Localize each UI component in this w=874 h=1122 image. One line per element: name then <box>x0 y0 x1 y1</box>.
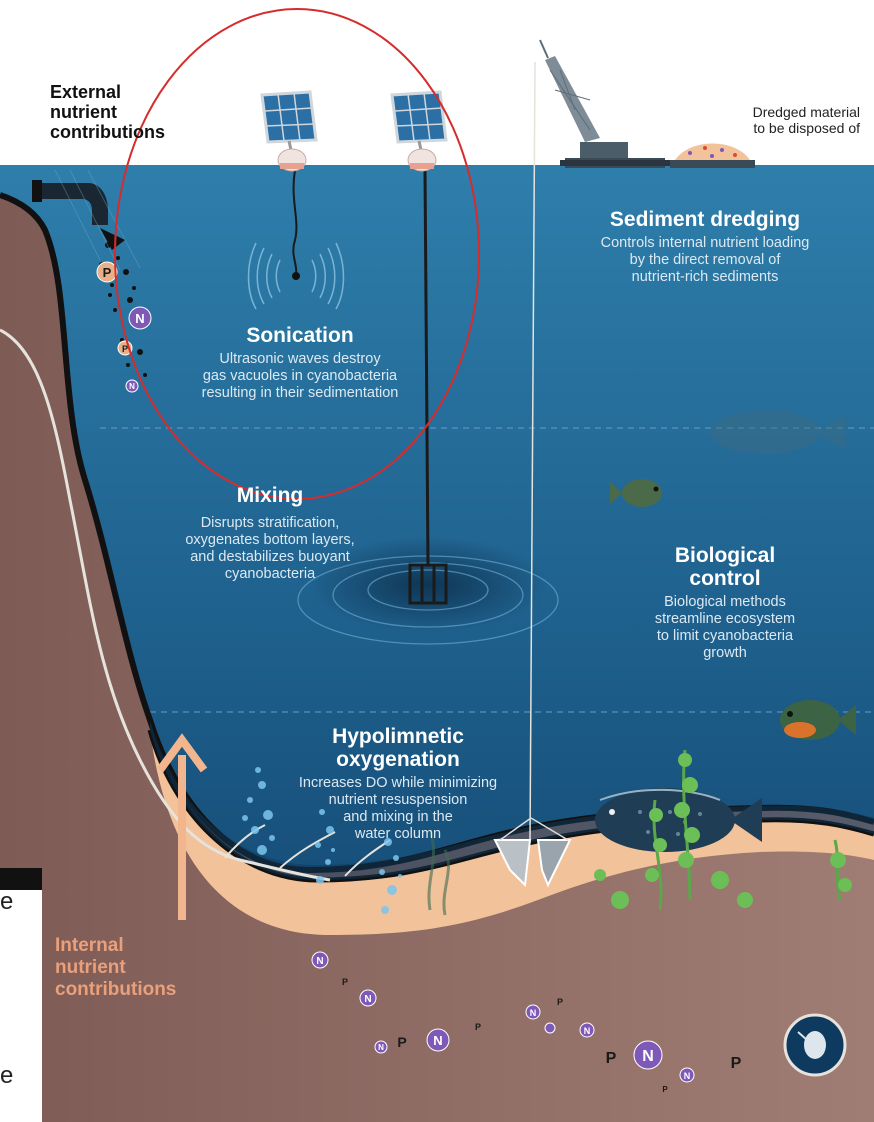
svg-text:N: N <box>129 382 135 391</box>
biological-section: Biological control Biological methods st… <box>620 544 830 662</box>
svg-text:P: P <box>662 1085 668 1094</box>
external-nutrient-p-1: P <box>97 262 117 282</box>
side-cutout-block <box>0 868 42 890</box>
side-text-fragment-1: e <box>0 888 13 916</box>
mixing-title: Mixing <box>150 484 390 507</box>
dredge-crane <box>540 40 670 168</box>
svg-text:P: P <box>397 1034 406 1050</box>
biological-title: Biological control <box>620 544 830 590</box>
solar-buoy-right <box>392 92 446 171</box>
side-text-fragment-2: e <box>0 1062 13 1090</box>
svg-text:N: N <box>530 1008 537 1018</box>
svg-text:N: N <box>584 1026 591 1036</box>
svg-text:N: N <box>433 1033 442 1048</box>
hypolimnetic-section: Hypolimnetic oxygenation Increases DO wh… <box>278 725 518 843</box>
svg-text:N: N <box>642 1048 654 1065</box>
external-nutrient-n-2: N <box>126 380 138 392</box>
dredging-description: Controls internal nutrient loading by th… <box>555 235 855 286</box>
dredged-material-label: Dredged material to be disposed of <box>700 104 860 136</box>
svg-text:N: N <box>378 1043 384 1052</box>
svg-text:P: P <box>342 977 348 987</box>
dredging-title: Sediment dredging <box>555 208 855 231</box>
mixing-section: Mixing Disrupts stratification, oxygenat… <box>150 484 390 583</box>
external-nutrient-label: External nutrient contributions <box>50 82 165 142</box>
hypolimnetic-description: Increases DO while minimizing nutrient r… <box>278 775 518 843</box>
mixing-description: Disrupts stratification, oxygenates bott… <box>150 515 390 583</box>
svg-text:P: P <box>731 1055 742 1072</box>
svg-text:P: P <box>606 1050 617 1067</box>
svg-text:P: P <box>475 1022 481 1032</box>
solar-buoy-left <box>262 92 316 171</box>
svg-text:N: N <box>135 311 144 326</box>
svg-text:P: P <box>557 997 563 1007</box>
svg-text:P: P <box>103 265 112 280</box>
sonication-title: Sonication <box>175 324 425 347</box>
svg-text:N: N <box>684 1071 691 1081</box>
sonicator-head <box>292 272 300 280</box>
hypolimnetic-title: Hypolimnetic oxygenation <box>278 725 518 771</box>
biological-description: Biological methods streamline ecosystem … <box>620 594 830 662</box>
dredged-barge <box>670 144 755 169</box>
external-nutrient-n-1: N <box>129 307 151 329</box>
svg-text:N: N <box>364 994 371 1005</box>
svg-text:P: P <box>122 344 128 354</box>
zooplankton-inset <box>785 1015 845 1075</box>
internal-nutrient-label: Internal nutrient contributions <box>55 935 176 1001</box>
dredging-section: Sediment dredging Controls internal nutr… <box>555 208 855 286</box>
svg-text:N: N <box>316 956 323 967</box>
sonication-description: Ultrasonic waves destroy gas vacuoles in… <box>175 351 425 402</box>
sonication-section: Sonication Ultrasonic waves destroy gas … <box>175 324 425 402</box>
